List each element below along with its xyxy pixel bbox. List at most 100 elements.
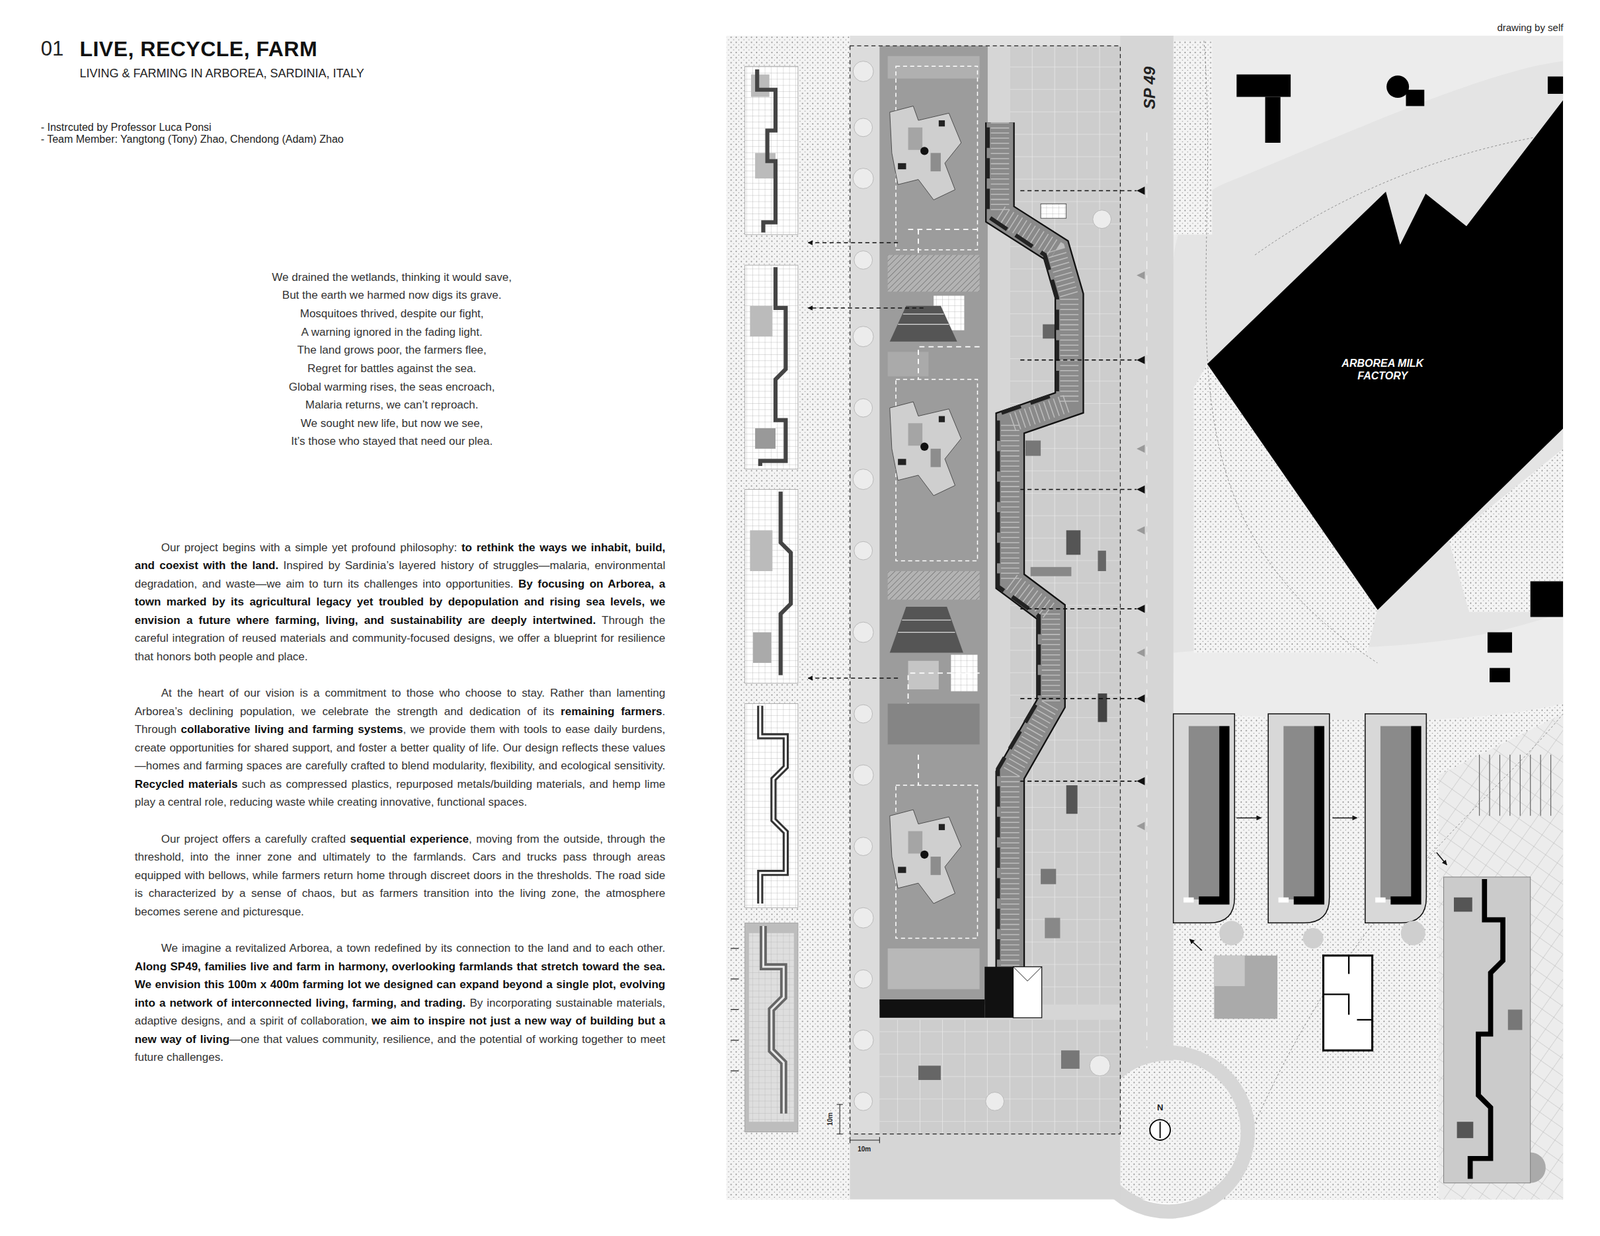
poem-line: Regret for battles against the sea. <box>307 362 477 376</box>
farm-lot <box>887 351 929 377</box>
paving-items <box>1098 693 1108 722</box>
farm-lot <box>889 606 964 653</box>
housing-bars <box>1188 726 1220 900</box>
poem-line: Mosquitoes thrived, despite our fight, <box>300 307 484 321</box>
page-title: LIVE, RECYCLE, FARM <box>79 37 318 62</box>
farm-lot <box>950 655 978 693</box>
housing-bars <box>1365 714 1427 923</box>
side-panel-drawings <box>745 265 799 470</box>
paving-items <box>1098 550 1107 572</box>
credit-line: - Instrcuted by Professor Luca Ponsi <box>40 121 212 134</box>
north-arrow <box>1149 1120 1171 1141</box>
housing-bars <box>1173 714 1236 923</box>
surrounding-buildings <box>1487 632 1513 654</box>
body-text-run: Our project offers a carefully crafted <box>161 833 346 846</box>
poem-line: It’s those who stayed that need our plea… <box>290 435 493 449</box>
farm-lot <box>887 948 980 990</box>
farm-lot <box>887 571 980 600</box>
plan-studies <box>1508 1009 1523 1031</box>
side-panel-drawings <box>745 922 799 1132</box>
building-band <box>850 45 1121 1134</box>
farm-lot <box>850 45 1121 1134</box>
side-panel-drawings <box>762 926 784 1115</box>
trees <box>852 469 874 490</box>
body-text-run: We imagine a revitalized Arborea, a town… <box>161 942 666 955</box>
access-arrows <box>1020 191 1137 782</box>
drawing-ground <box>726 35 1563 1200</box>
surrounding-buildings <box>1236 74 1291 98</box>
housing-bars <box>1189 939 1202 951</box>
farm-lot <box>889 105 962 200</box>
housing-bars <box>1332 817 1357 820</box>
access-arrows <box>1136 485 1145 494</box>
farm-lot <box>887 56 980 79</box>
poem-line: We drained the wetlands, thinking it wou… <box>271 271 512 285</box>
paving-items <box>1025 440 1041 457</box>
housing-bars <box>1278 897 1289 904</box>
side-panel-drawings <box>751 74 770 98</box>
building-band <box>999 122 1070 1000</box>
side-panel-drawings <box>755 428 776 449</box>
project-number: 01 <box>40 37 64 61</box>
side-panel-drawings <box>753 632 772 664</box>
housing-bars <box>1390 726 1421 906</box>
scale-bar <box>839 1104 841 1135</box>
access-arrows <box>807 241 898 244</box>
access-arrows <box>807 186 1145 831</box>
housing-bars <box>1236 817 1261 820</box>
surrounding-buildings <box>1547 76 1563 94</box>
side-panel-drawings <box>730 948 739 1072</box>
housing-bars <box>1283 726 1314 900</box>
body-paragraph: At the heart of our vision is a commitme… <box>134 684 666 812</box>
north-label: N <box>1155 1103 1165 1114</box>
farm-lot <box>887 704 980 746</box>
plan-studies <box>1457 1121 1474 1139</box>
scale-bar <box>837 1104 843 1105</box>
farm-lot <box>887 255 980 293</box>
farm-lot <box>908 229 980 786</box>
side-panel-drawings <box>760 706 787 904</box>
farm-lot <box>850 45 880 1134</box>
access-arrows <box>807 307 923 309</box>
emphasis-text: Recycled materials <box>134 778 239 791</box>
trees <box>852 1030 874 1051</box>
poem-line: We sought new life, but now we see, <box>300 417 484 431</box>
road <box>1146 132 1148 1062</box>
emphasis-text: sequential experience <box>349 833 469 846</box>
trees <box>1092 210 1112 229</box>
trees <box>852 764 874 786</box>
access-arrows <box>1136 186 1145 195</box>
building-footprint <box>1207 99 1564 611</box>
poem-line: Global warming rises, the seas encroach, <box>288 380 496 395</box>
housing-bars <box>1219 920 1244 946</box>
paving-items <box>1040 869 1056 885</box>
road <box>850 1134 1121 1200</box>
building-band <box>987 127 1058 998</box>
factory-building: ARBOREA MILK FACTORY <box>1207 99 1564 611</box>
emphasis-text: collaborative living and farming systems <box>181 723 404 736</box>
road <box>850 35 1249 1212</box>
building-band <box>879 999 985 1019</box>
trees <box>852 622 874 643</box>
access-arrows <box>1136 604 1145 613</box>
farm-lot <box>908 661 939 690</box>
credit-line: - Team Member: Yangtong (Tony) Zhao, Che… <box>40 133 344 146</box>
emphasis-text: remaining farmers <box>560 705 662 719</box>
paving-items <box>1030 567 1072 577</box>
access-arrows <box>807 677 898 680</box>
surrounding-buildings <box>1489 668 1511 683</box>
poem-line: But the earth we harmed now digs its gra… <box>282 289 502 303</box>
scale-bar <box>879 1137 880 1144</box>
side-panel-drawings <box>745 66 799 235</box>
side-panel-drawings <box>760 706 787 904</box>
trees <box>854 398 873 418</box>
side-panel-drawings <box>745 704 799 909</box>
trees <box>1089 1055 1111 1077</box>
side-panel-drawings <box>745 489 799 684</box>
housing-bars <box>1303 928 1324 949</box>
poem-line: Malaria returns, we can’t reproach. <box>305 398 479 412</box>
trees <box>852 61 1111 1112</box>
side-panel-drawings <box>760 267 787 467</box>
access-arrows <box>1136 526 1145 535</box>
